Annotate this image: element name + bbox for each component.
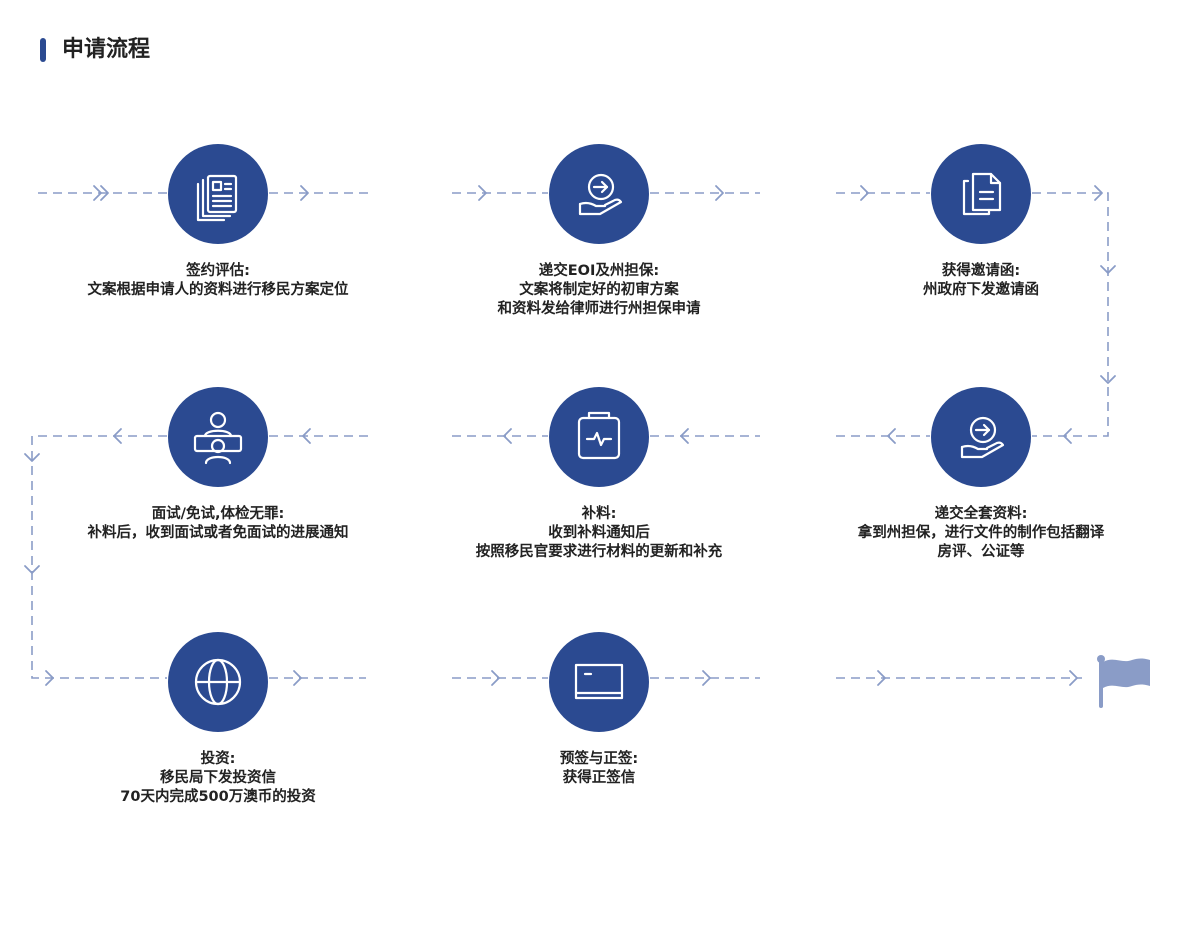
step-title: 补料: (581, 506, 617, 522)
step-description: 70天内完成500万澳币的投资 (120, 789, 316, 805)
chevron-right-icon (715, 185, 724, 201)
chevron-right-icon (702, 670, 711, 686)
step-title: 签约评估: (186, 263, 250, 279)
step-3-circle (931, 144, 1031, 244)
step-4-text: 递交全套资料: 拿到州担保，进行文件的制作包括翻译 房评、公证等 (821, 505, 1141, 562)
interview-icon (193, 411, 243, 465)
step-8-text: 预签与正签: 获得正签信 (439, 750, 759, 788)
chevron-left-icon (302, 428, 311, 444)
chevron-down-icon (1100, 375, 1116, 384)
chevron-left-icon (887, 428, 896, 444)
step-6-circle (168, 387, 268, 487)
step-1-text: 签约评估: 文案根据申请人的资料进行移民方案定位 (58, 262, 378, 300)
hand-submit-icon (578, 173, 623, 216)
step-description: 按照移民官要求进行材料的更新和补充 (475, 544, 723, 560)
chevron-right-icon (478, 185, 487, 201)
step-title: 投资: (200, 751, 236, 767)
step-3-text: 获得邀请函: 州政府下发邀请函 (821, 262, 1141, 300)
copy-files-icon (962, 172, 1002, 216)
clipboard-pulse-icon (577, 411, 621, 460)
step-description: 州政府下发邀请函 (923, 282, 1039, 298)
step-description: 收到补料通知后 (548, 525, 650, 541)
title-accent-bar (40, 38, 46, 62)
step-5-text: 补料: 收到补料通知后 按照移民官要求进行材料的更新和补充 (439, 505, 759, 562)
chevron-right-icon (45, 670, 54, 686)
hand-submit-icon (960, 416, 1005, 459)
connector-line (31, 435, 167, 679)
chevron-right-icon (300, 185, 309, 201)
step-title: 面试/免试,体检无罪: (151, 506, 285, 522)
step-title: 获得邀请函: (941, 263, 1021, 279)
chevron-left-icon (113, 428, 122, 444)
step-description: 获得正签信 (562, 770, 636, 786)
step-2-text: 递交EOI及州担保: 文案将制定好的初审方案 和资料发给律师进行州担保申请 (439, 262, 759, 319)
chevron-left-icon (503, 428, 512, 444)
step-7-text: 投资: 移民局下发投资信 70天内完成500万澳币的投资 (58, 750, 378, 807)
chevron-right-icon (1069, 670, 1078, 686)
step-1-circle (168, 144, 268, 244)
step-description: 移民局下发投资信 (160, 770, 276, 786)
documents-icon (196, 174, 238, 222)
chevron-right-icon (1094, 185, 1103, 201)
monitor-icon (574, 663, 624, 700)
step-title: 预签与正签: (559, 751, 639, 767)
globe-icon (194, 658, 242, 706)
step-8-circle (549, 632, 649, 732)
connector-line (1032, 192, 1109, 437)
step-4-circle (931, 387, 1031, 487)
step-description: 补料后，收到面试或者免面试的进展通知 (87, 525, 349, 541)
chevron-right-icon (293, 670, 302, 686)
finish-flag-icon (1097, 655, 1150, 708)
chevron-down-icon (24, 565, 40, 574)
step-title: 递交全套资料: (934, 506, 1028, 522)
page-title: 申请流程 (62, 37, 151, 62)
step-description: 拿到州担保，进行文件的制作包括翻译 (857, 525, 1105, 541)
step-description: 文案根据申请人的资料进行移民方案定位 (87, 282, 349, 298)
step-6-text: 面试/免试,体检无罪: 补料后，收到面试或者免面试的进展通知 (58, 505, 378, 543)
step-description: 房评、公证等 (937, 544, 1025, 560)
step-description: 文案将制定好的初审方案 (519, 282, 679, 298)
step-7-circle (168, 632, 268, 732)
chevron-right-icon (491, 670, 500, 686)
step-5-circle (549, 387, 649, 487)
chevron-down-icon (24, 453, 40, 462)
step-description: 和资料发给律师进行州担保申请 (497, 301, 701, 317)
chevron-left-icon (1063, 428, 1072, 444)
chevron-right-icon (877, 670, 886, 686)
chevron-right-icon (93, 185, 102, 201)
step-2-circle (549, 144, 649, 244)
step-title: 递交EOI及州担保: (538, 263, 660, 279)
chevron-left-icon (680, 428, 689, 444)
chevron-down-icon (1100, 265, 1116, 274)
chevron-right-icon (100, 185, 109, 201)
chevron-right-icon (860, 185, 869, 201)
